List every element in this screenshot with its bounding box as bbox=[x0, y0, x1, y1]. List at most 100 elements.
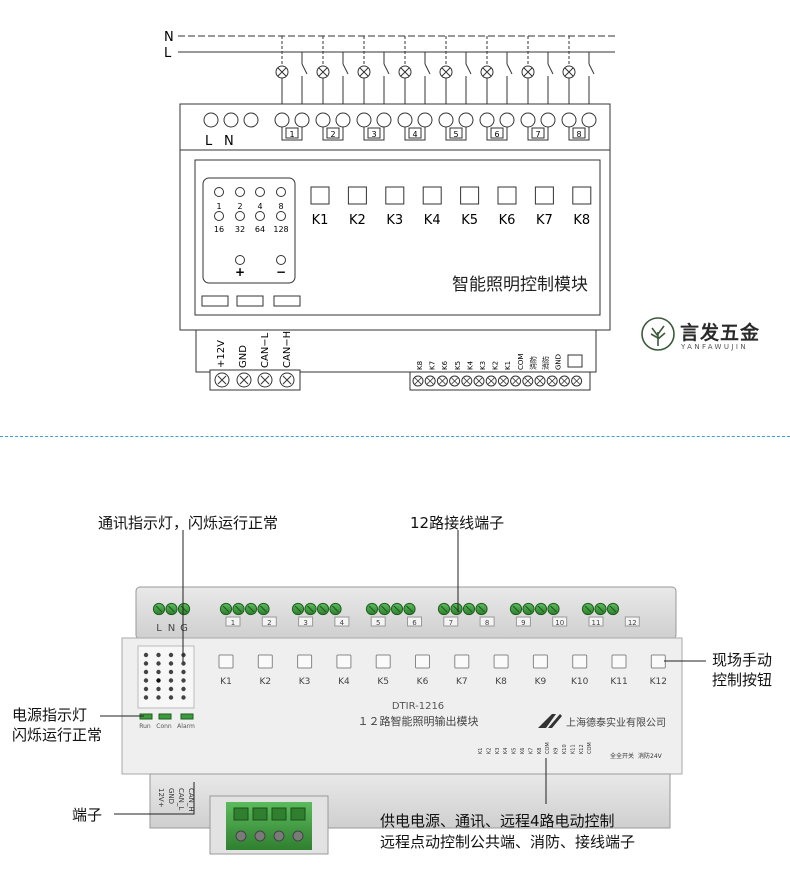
dip-switch bbox=[276, 187, 286, 197]
terminal-screw bbox=[406, 605, 413, 613]
n-line-label: N bbox=[164, 30, 174, 45]
bus-label: GND bbox=[238, 345, 249, 368]
matrix-led bbox=[156, 661, 161, 666]
matrix-led bbox=[168, 661, 174, 666]
input-label: K1 bbox=[504, 361, 512, 370]
annotation-manual-1: 现场手动 bbox=[712, 651, 773, 669]
channel-terminal bbox=[376, 112, 392, 128]
channel-terminal bbox=[315, 112, 331, 128]
front-face bbox=[121, 637, 683, 775]
annotation-supply-1: 供电电源、通讯、远程4路电动控制 bbox=[380, 812, 615, 830]
indicator-label: Run bbox=[139, 723, 151, 730]
lamp-cross bbox=[318, 67, 328, 77]
minus-terminal bbox=[276, 255, 286, 265]
relay-icon bbox=[449, 127, 463, 139]
channel-tag bbox=[624, 616, 640, 627]
matrix-led bbox=[143, 661, 149, 666]
leader-terminal bbox=[114, 782, 195, 815]
plug-slot bbox=[271, 807, 287, 821]
top-terminal-label: G bbox=[180, 623, 188, 634]
terminal-screw bbox=[235, 605, 242, 613]
terminal-screw bbox=[332, 605, 339, 613]
channel-link bbox=[322, 127, 344, 141]
manual-button-label: K2 bbox=[349, 213, 366, 228]
terminal-screw bbox=[260, 375, 270, 385]
channel-link bbox=[281, 127, 303, 141]
plug-slot bbox=[290, 807, 306, 821]
photo-button bbox=[375, 654, 391, 669]
manual-button bbox=[310, 186, 330, 205]
channel-tag bbox=[552, 616, 568, 627]
bus-terminals bbox=[214, 372, 295, 388]
photo-button-label: K1 bbox=[220, 677, 232, 687]
photo-button-label: K9 bbox=[535, 677, 547, 687]
channel-number: 4 bbox=[412, 130, 417, 139]
terminal-screw bbox=[294, 605, 302, 613]
matrix-led bbox=[181, 686, 186, 692]
photo-input-label: K3 bbox=[495, 748, 501, 754]
channel-tag-number: 8 bbox=[485, 619, 489, 627]
plus-label: + bbox=[235, 265, 245, 279]
lamp-cross bbox=[277, 67, 287, 77]
photo-button-label: K2 bbox=[259, 677, 271, 687]
input-label: K3 bbox=[479, 361, 487, 370]
channel-terminal bbox=[540, 112, 556, 128]
terminal-screw bbox=[180, 605, 188, 613]
matrix-led bbox=[156, 678, 161, 683]
terminal-screw bbox=[307, 605, 314, 613]
photo-button bbox=[572, 654, 588, 669]
photo-input-label: K7 bbox=[528, 748, 534, 754]
indicator-led bbox=[158, 713, 172, 720]
matrix-led bbox=[156, 652, 161, 658]
matrix-led bbox=[181, 678, 186, 683]
terminal-screw bbox=[573, 377, 580, 385]
manual-button bbox=[497, 186, 517, 205]
dip-switch bbox=[276, 211, 286, 221]
plug-screw bbox=[273, 830, 285, 842]
matrix-led bbox=[181, 669, 186, 675]
bus-label: CAN−H bbox=[282, 331, 293, 368]
plus-terminal bbox=[235, 255, 245, 265]
channel-terminal bbox=[581, 112, 597, 128]
photo-input-label: COM bbox=[545, 742, 551, 754]
channel-tag bbox=[225, 616, 241, 627]
channel-number: 3 bbox=[371, 130, 376, 139]
channel-terminal bbox=[438, 112, 454, 128]
photo-button bbox=[257, 654, 273, 669]
plug-screw bbox=[235, 830, 247, 842]
terminal-screw bbox=[512, 605, 520, 613]
power-terminal-label: N bbox=[224, 134, 234, 149]
channel-tag bbox=[370, 616, 386, 627]
channel-terminal bbox=[499, 112, 515, 128]
photo-button-label: K4 bbox=[338, 677, 350, 687]
matrix-led bbox=[181, 661, 186, 666]
terminal-screw bbox=[381, 605, 388, 613]
input-label: K2 bbox=[492, 361, 500, 370]
channel-link bbox=[527, 127, 549, 141]
terminal-screw bbox=[439, 377, 446, 385]
input-terminals bbox=[412, 375, 583, 387]
relay-icon bbox=[490, 127, 504, 139]
channel-tag-number: 9 bbox=[521, 619, 525, 627]
terminal-screw bbox=[368, 605, 376, 613]
manual-button-label: K8 bbox=[573, 213, 590, 228]
annotation-terminals: 12路接线端子 bbox=[410, 514, 505, 532]
channel-link bbox=[568, 127, 590, 141]
photo-button bbox=[297, 654, 313, 669]
channel-tag-number: 1 bbox=[231, 619, 235, 627]
module-bottom-rail bbox=[195, 329, 597, 373]
input-label: GND bbox=[555, 354, 563, 370]
channel-terminal bbox=[479, 112, 495, 128]
manual-button bbox=[422, 186, 442, 205]
status-slot bbox=[236, 295, 264, 307]
photo-button bbox=[493, 654, 509, 669]
module-title: 智能照明控制模块 bbox=[452, 275, 588, 295]
photo-bus-label: GND bbox=[167, 788, 175, 804]
plug-screw bbox=[292, 830, 304, 842]
photo-button-label: K11 bbox=[610, 677, 627, 687]
indicator-label: Alarm bbox=[177, 723, 195, 730]
